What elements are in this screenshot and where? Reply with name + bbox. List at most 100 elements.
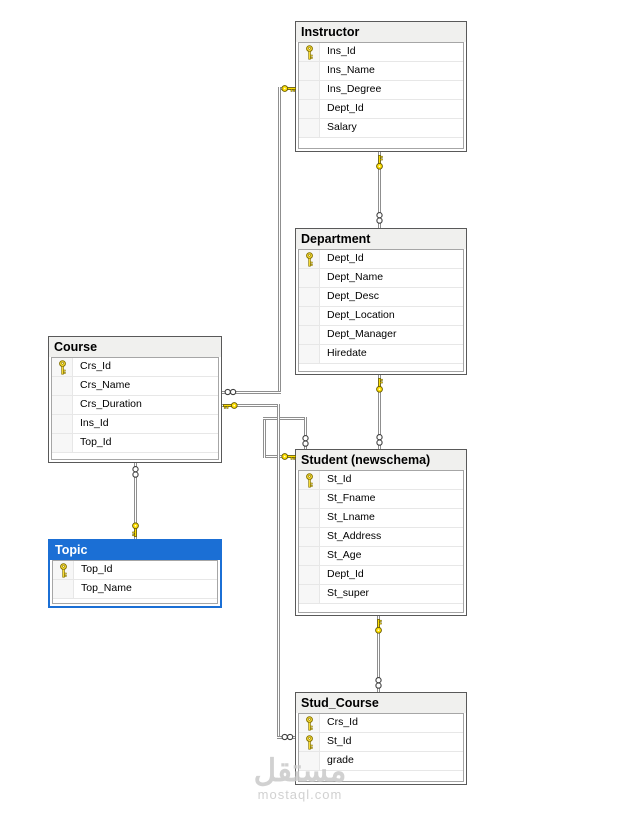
field-row[interactable]: Crs_Name (52, 377, 218, 396)
primary-key-icon (305, 715, 313, 731)
one-cardinality-key-icon (131, 521, 139, 537)
row-icon-cell (299, 714, 320, 732)
row-icon-cell (299, 528, 320, 546)
table-title-course[interactable]: Course (49, 337, 221, 357)
relationship-line-student-to-department[interactable] (377, 375, 381, 449)
many-cardinality-infinity-icon (375, 212, 383, 224)
one-cardinality-key-icon (375, 154, 383, 170)
field-row[interactable]: Ins_Id (299, 43, 463, 62)
primary-key-icon (305, 251, 313, 267)
table-body: St_Id St_Fname St_Lname St_Address St_Ag… (298, 470, 464, 613)
relationship-line-student-self-reference[interactable] (262, 416, 266, 458)
row-icon-cell (299, 490, 320, 508)
field-name: Top_Id (81, 563, 113, 575)
field-name: St_Id (327, 735, 352, 747)
row-icon-cell (299, 81, 320, 99)
table-topic[interactable]: Topic Top_Id Top_Name (48, 539, 222, 608)
table-student[interactable]: Student (newschema) St_Id St_Fname St_Ln… (295, 449, 467, 616)
field-row[interactable]: St_Address (299, 528, 463, 547)
field-name: Crs_Id (327, 716, 358, 728)
field-row[interactable]: Top_Name (53, 580, 217, 599)
field-row[interactable]: Crs_Id (52, 358, 218, 377)
field-name: Dept_Id (327, 568, 364, 580)
table-department[interactable]: Department Dept_Id Dept_Name Dept_Desc D… (295, 228, 467, 375)
many-end-glyph (224, 388, 237, 396)
table-title-stud_course[interactable]: Stud_Course (296, 693, 466, 713)
relationship-line-department-to-instructor[interactable] (377, 152, 381, 228)
many-end-glyph (131, 466, 139, 479)
table-title-department[interactable]: Department (296, 229, 466, 249)
row-icon-cell (299, 269, 320, 287)
table-instructor[interactable]: Instructor Ins_Id Ins_Name Ins_Degree De… (295, 21, 467, 152)
relationship-line-course-to-instructor[interactable] (277, 86, 281, 394)
one-end-glyph (131, 521, 140, 537)
many-cardinality-infinity-icon (131, 466, 139, 478)
relationship-line-course-to-instructor[interactable] (222, 390, 281, 394)
field-row[interactable]: Dept_Desc (299, 288, 463, 307)
field-row[interactable]: grade (299, 752, 463, 771)
field-row[interactable]: Ins_Id (52, 415, 218, 434)
row-icon-cell (52, 358, 73, 376)
relationship-line-student-self-reference[interactable] (303, 416, 307, 449)
row-icon-cell (53, 561, 74, 579)
field-row[interactable]: Ins_Name (299, 62, 463, 81)
relationship-line-stud_course-to-student[interactable] (376, 616, 380, 692)
field-row[interactable]: Crs_Id (299, 714, 463, 733)
field-row[interactable]: Crs_Duration (52, 396, 218, 415)
field-row[interactable]: St_Id (299, 733, 463, 752)
row-icon-cell (299, 752, 320, 770)
field-row[interactable]: Dept_Id (299, 100, 463, 119)
row-icon-cell (299, 62, 320, 80)
primary-key-icon (58, 359, 66, 375)
field-row[interactable]: St_super (299, 585, 463, 604)
field-name: Ins_Id (327, 45, 356, 57)
row-icon-cell (52, 377, 73, 395)
relationship-line-course-to-topic[interactable] (133, 463, 137, 539)
field-name: Dept_Desc (327, 290, 379, 302)
field-row[interactable]: Dept_Manager (299, 326, 463, 345)
one-cardinality-key-icon (280, 84, 296, 92)
field-row[interactable]: Dept_Id (299, 566, 463, 585)
field-name: Ins_Id (80, 417, 109, 429)
field-row[interactable]: Dept_Id (299, 250, 463, 269)
row-icon-cell (299, 733, 320, 751)
field-row[interactable]: St_Lname (299, 509, 463, 528)
watermark-domain-text: mostaql.com (257, 787, 343, 802)
field-row[interactable]: Dept_Location (299, 307, 463, 326)
row-icon-cell (299, 288, 320, 306)
one-cardinality-key-icon (280, 452, 296, 460)
row-icon-cell (299, 471, 320, 489)
field-name: Ins_Name (327, 64, 375, 76)
field-row[interactable]: Hiredate (299, 345, 463, 364)
field-name: St_super (327, 587, 370, 599)
field-name: St_Lname (327, 511, 375, 523)
many-cardinality-infinity-icon (375, 434, 383, 446)
many-cardinality-infinity-icon (301, 435, 309, 447)
field-name: Ins_Degree (327, 83, 382, 95)
field-name: Crs_Name (80, 379, 131, 391)
table-title-topic[interactable]: Topic (50, 541, 220, 560)
field-row[interactable]: Top_Id (53, 561, 217, 580)
table-body: Dept_Id Dept_Name Dept_Desc Dept_Locatio… (298, 249, 464, 372)
field-name: Dept_Manager (327, 328, 397, 340)
relationship-line-stud_course-to-course[interactable] (276, 403, 280, 739)
field-row[interactable]: Top_Id (52, 434, 218, 453)
field-name: St_Age (327, 549, 362, 561)
relationship-line-student-self-reference[interactable] (262, 416, 307, 420)
table-course[interactable]: Course Crs_Id Crs_Name Crs_Duration Ins_… (48, 336, 222, 463)
primary-key-icon (305, 472, 313, 488)
table-title-student[interactable]: Student (newschema) (296, 450, 466, 470)
field-row[interactable]: Ins_Degree (299, 81, 463, 100)
table-title-instructor[interactable]: Instructor (296, 22, 466, 42)
one-cardinality-key-icon (222, 401, 238, 409)
field-name: Dept_Id (327, 252, 364, 264)
field-row[interactable]: St_Id (299, 471, 463, 490)
field-row[interactable]: St_Fname (299, 490, 463, 509)
field-row[interactable]: St_Age (299, 547, 463, 566)
field-row[interactable]: Salary (299, 119, 463, 138)
relationship-line-stud_course-to-course[interactable] (222, 403, 280, 407)
table-stud_course[interactable]: Stud_Course Crs_Id St_Id grade (295, 692, 467, 785)
field-row[interactable]: Dept_Name (299, 269, 463, 288)
row-icon-cell (52, 396, 73, 414)
